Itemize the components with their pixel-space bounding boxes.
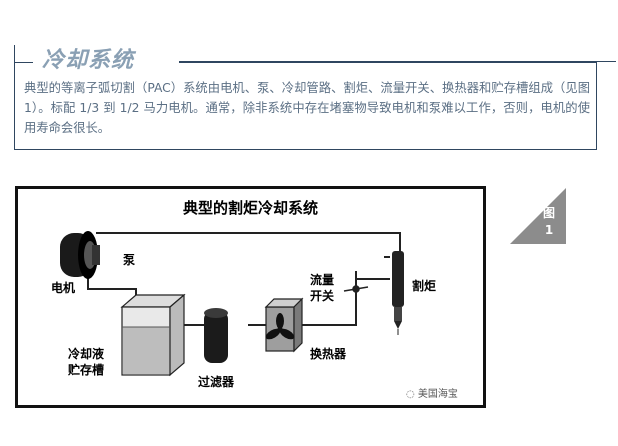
- cooling-system-figure: 典型的割炬冷却系统: [15, 186, 486, 408]
- header-rule: [162, 61, 616, 62]
- section-frame: [14, 60, 597, 150]
- intro-paragraph: 典型的等离子弧切割（PAC）系统由电机、泵、冷却管路、割炬、流量开关、换热器和贮…: [24, 81, 590, 135]
- wechat-icon: ◌: [406, 389, 415, 400]
- title-left-bar: [14, 45, 15, 63]
- diagram-svg: [60, 231, 404, 377]
- label-pump: 泵: [123, 253, 136, 267]
- coolant-reservoir: [120, 293, 186, 377]
- figure-badge: [510, 188, 566, 244]
- label-coolant-2: 贮存槽: [68, 363, 105, 377]
- figure-badge-text: 图 1: [542, 206, 555, 237]
- motor-pump: [60, 231, 100, 279]
- label-flow-switch-2: 开关: [310, 289, 335, 303]
- flow-switch-valve: [343, 277, 369, 301]
- figure-title: 典型的割炬冷却系统: [182, 199, 318, 217]
- label-torch: 割炬: [412, 279, 437, 293]
- label-flow-switch-1: 流量: [310, 273, 335, 287]
- label-filter: 过滤器: [198, 375, 235, 389]
- filter-canister: [204, 308, 228, 363]
- label-motor: 电机: [51, 281, 76, 295]
- watermark: ◌ 美国海宝: [406, 389, 458, 400]
- cutting-torch: [392, 251, 404, 335]
- label-heat-exchanger: 换热器: [310, 347, 347, 361]
- heat-exchanger-unit: [264, 297, 304, 353]
- label-coolant-1: 冷却液: [68, 347, 105, 361]
- section-title: 冷却系统: [42, 48, 135, 73]
